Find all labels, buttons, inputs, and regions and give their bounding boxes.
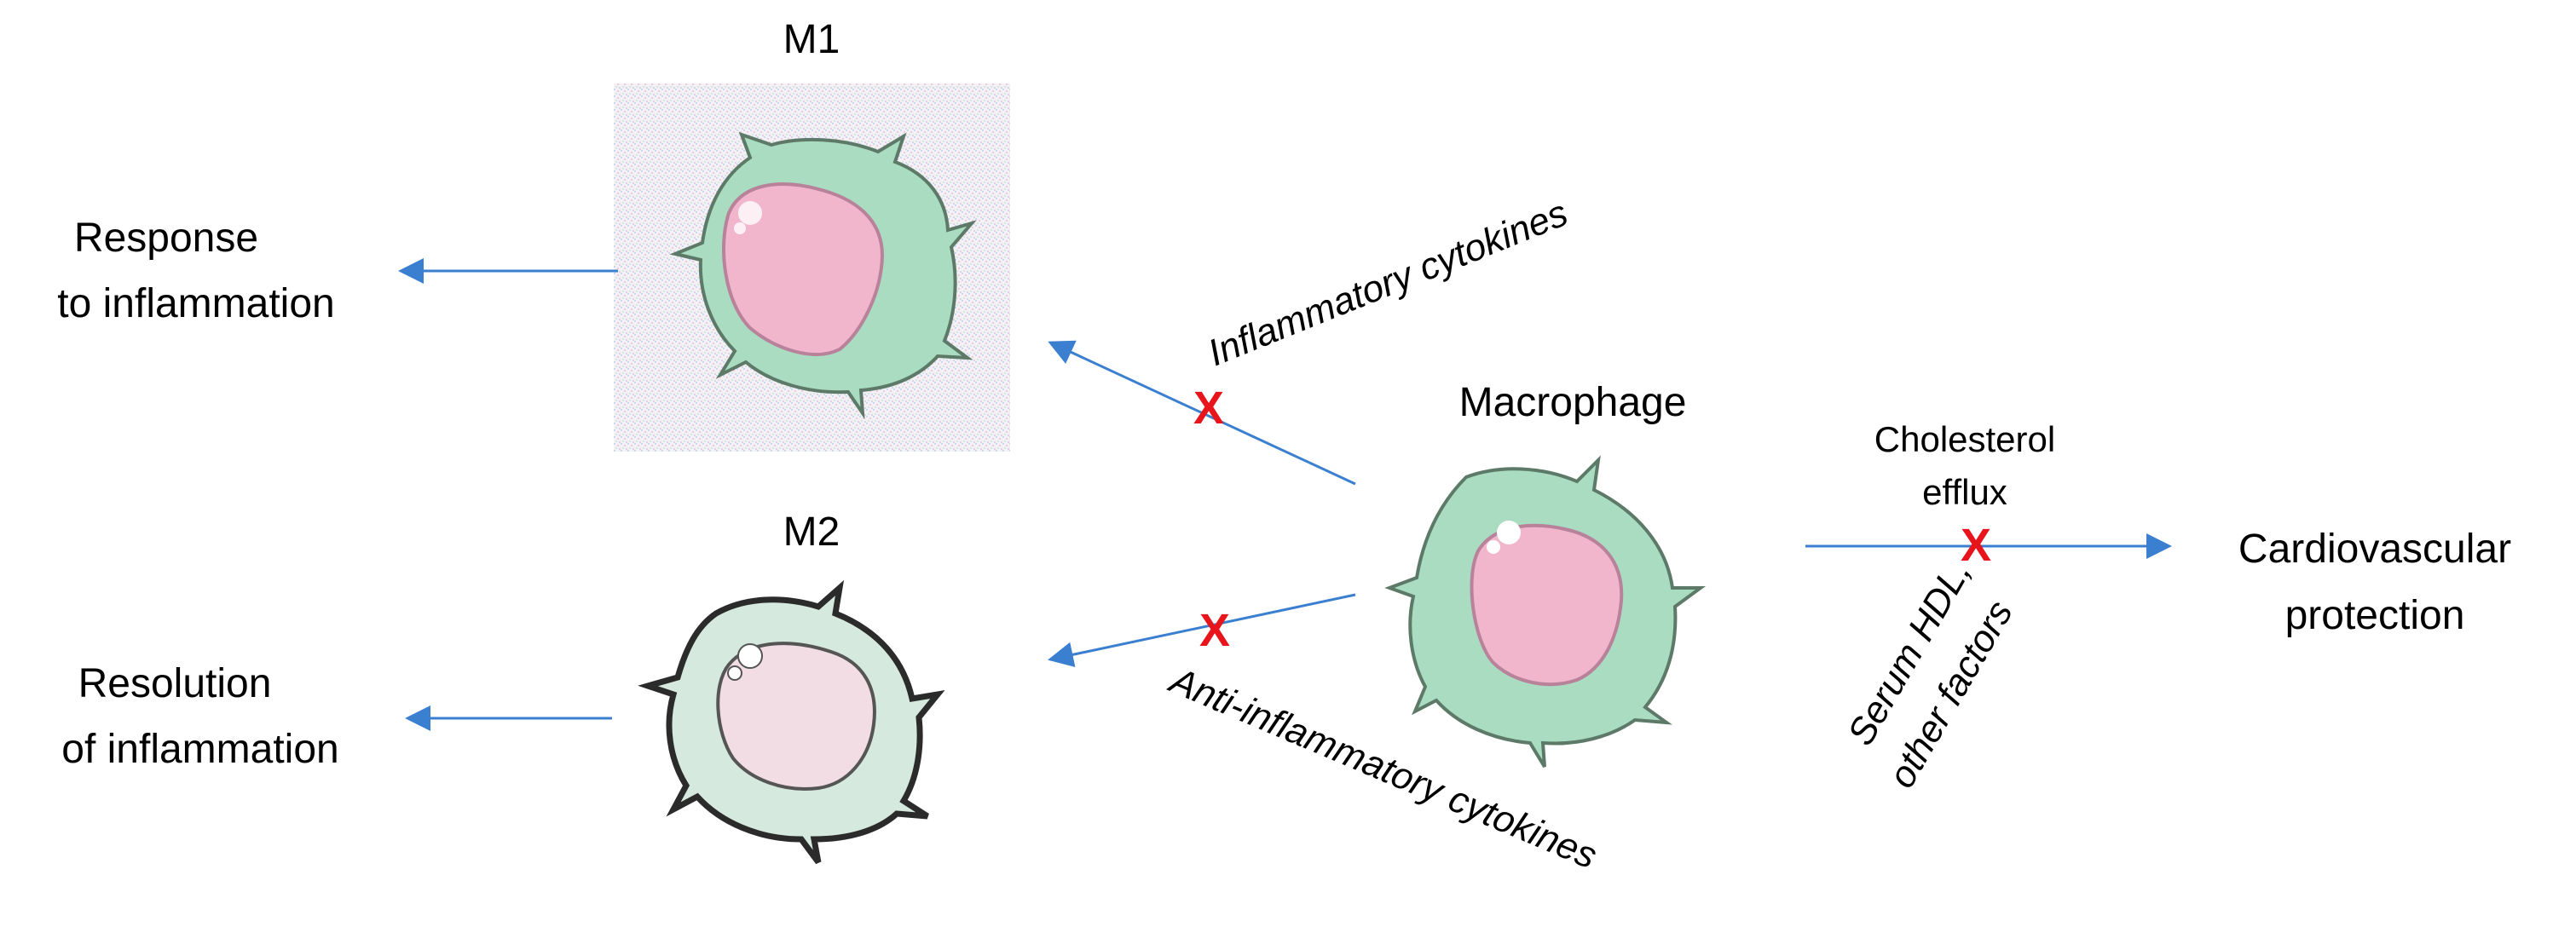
- block-mark-inflammatory: X: [1193, 383, 1224, 434]
- m2-highlight: [737, 643, 763, 669]
- outcome-response-line1: Response: [74, 216, 258, 261]
- macrophage-cell: [1384, 455, 1707, 769]
- outcome-resolution-line2: of inflammation: [61, 727, 338, 772]
- label-cholesterol-line1: Cholesterol: [1874, 419, 2055, 459]
- block-mark-anti-inflammatory: X: [1199, 605, 1230, 656]
- label-inflammatory-cytokines: Inflammatory cytokines: [1202, 192, 1574, 374]
- m2-nucleus: [716, 642, 876, 791]
- outcome-cv-line1: Cardiovascular: [2238, 527, 2511, 572]
- m1-highlight: [738, 201, 762, 225]
- outcome-cv-line2: protection: [2285, 593, 2465, 638]
- macrophage-highlight-small: [1487, 540, 1500, 554]
- block-mark-efflux: X: [1961, 520, 1991, 571]
- outcome-response-line2: to inflammation: [57, 281, 334, 326]
- outcome-resolution-line1: Resolution: [78, 661, 272, 706]
- m1-title: M1: [783, 17, 840, 62]
- macrophage-nucleus: [1470, 523, 1624, 687]
- m2-highlight-small: [727, 665, 742, 681]
- arrow-macrophage-to-m1: [1048, 340, 1356, 486]
- arrow-macrophage-to-m2: [1048, 593, 1356, 668]
- macrophage-highlight: [1497, 521, 1521, 544]
- m1-cell: [614, 83, 1010, 452]
- m1-highlight-small: [734, 222, 746, 234]
- m1-nucleus: [721, 182, 885, 356]
- m2-title: M2: [783, 510, 840, 555]
- macrophage-title: Macrophage: [1459, 380, 1687, 425]
- m2-cell: [638, 579, 945, 865]
- label-cholesterol-line2: efflux: [1922, 472, 2007, 512]
